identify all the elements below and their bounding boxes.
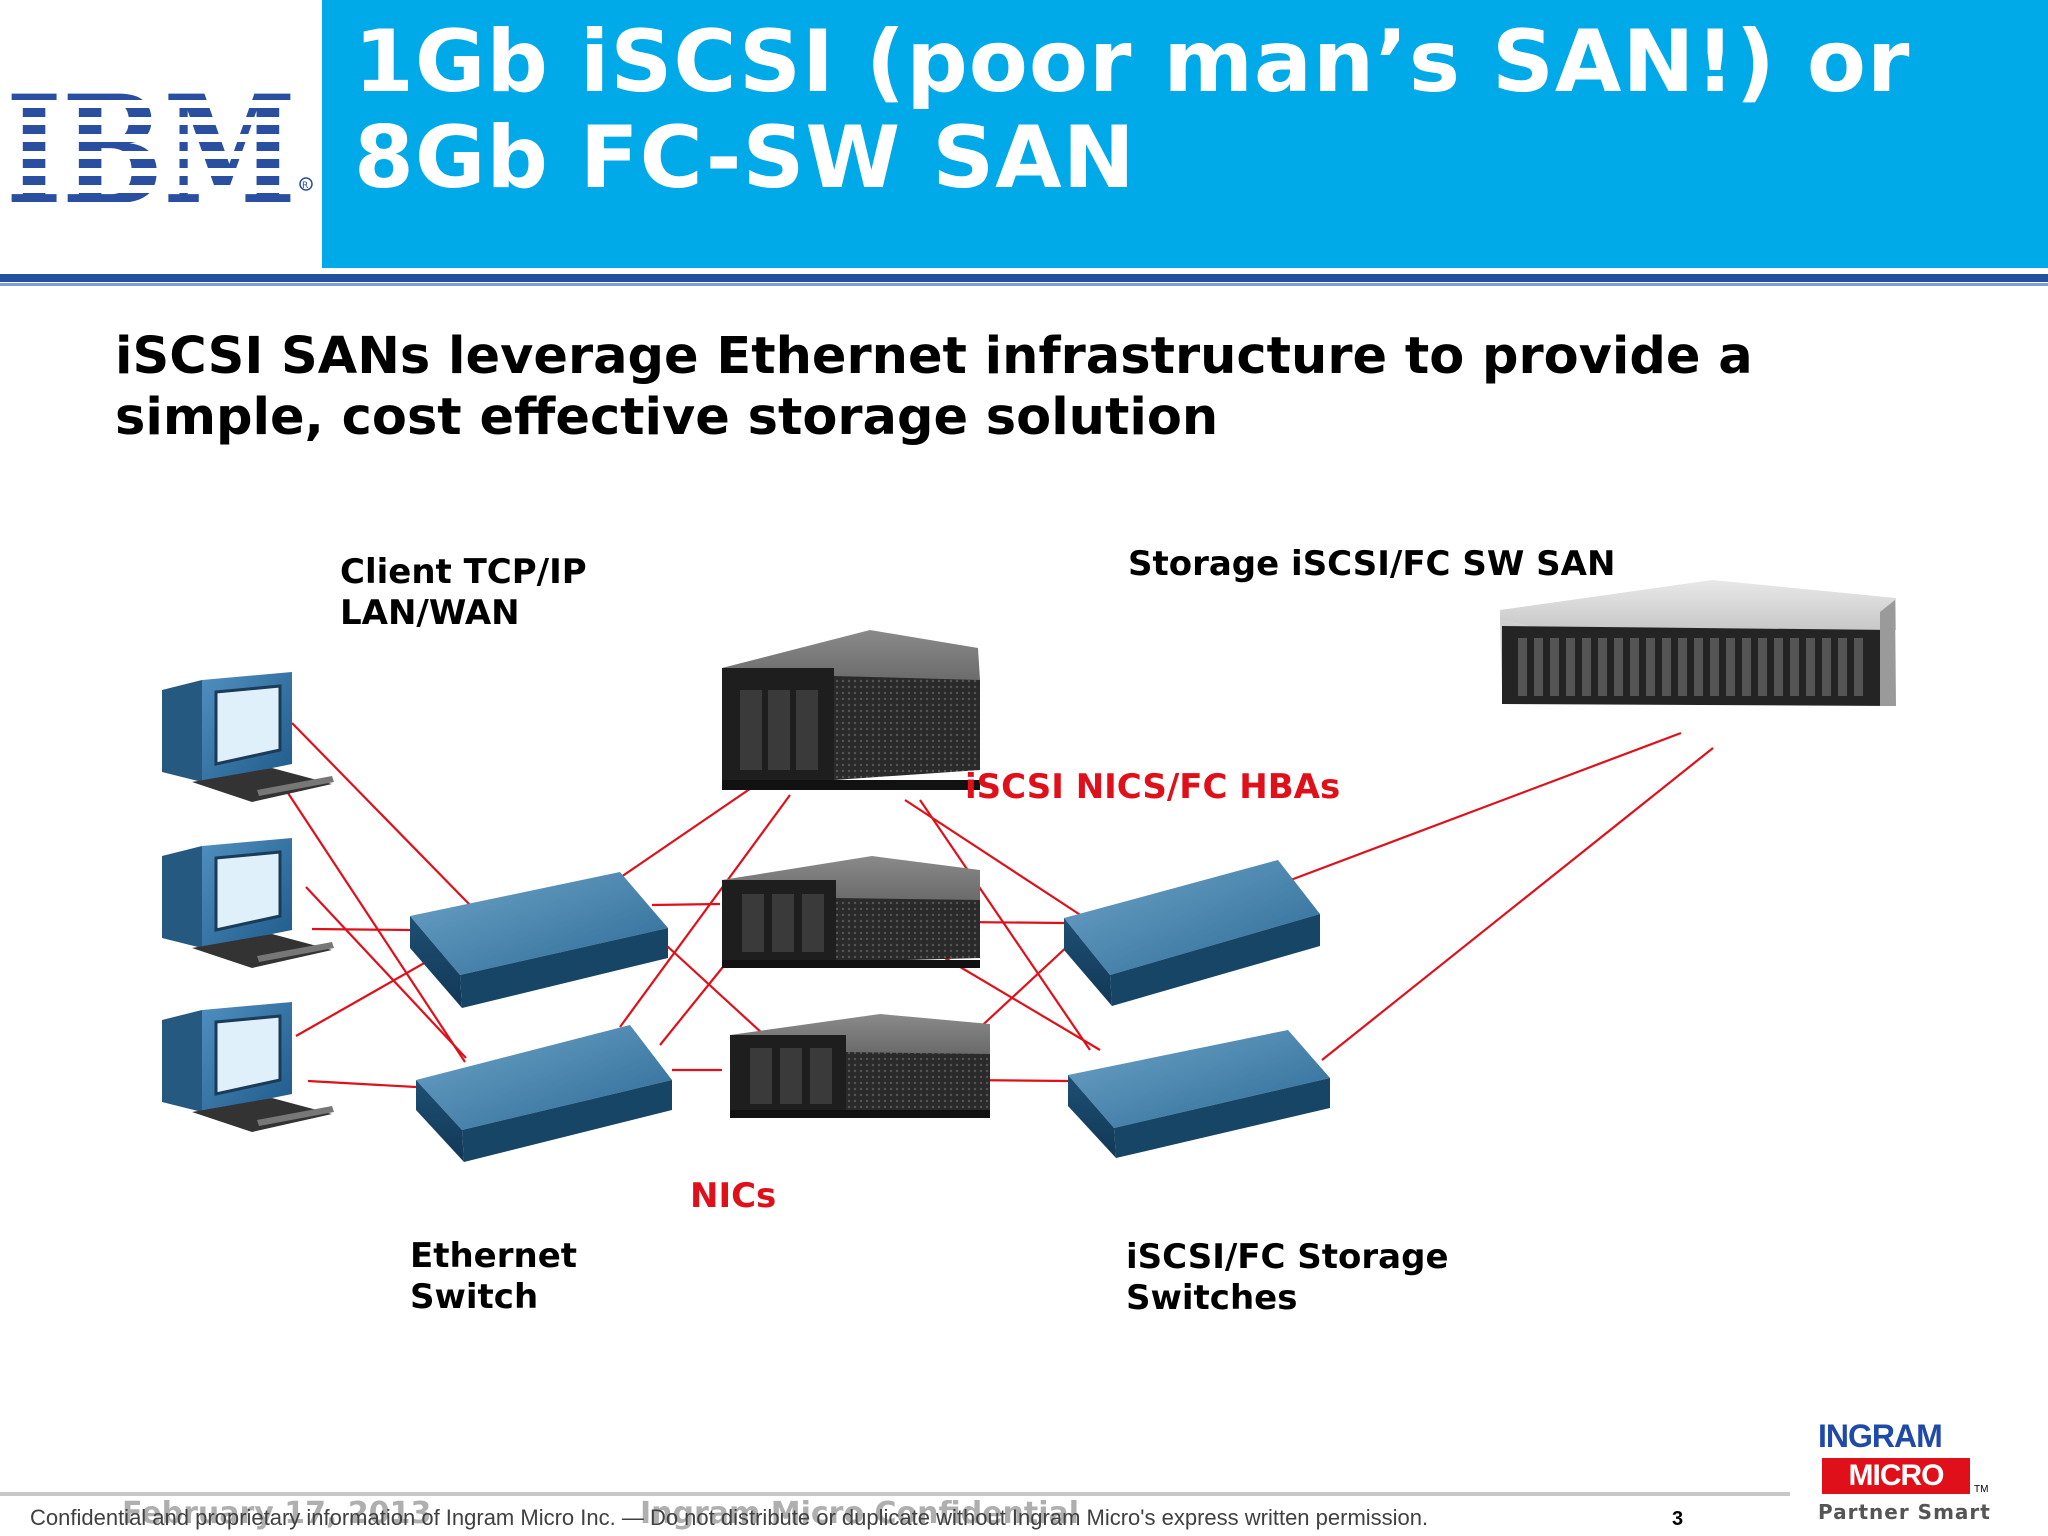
header-rule-thin xyxy=(0,283,2048,286)
client-network-label: Client TCP/IP LAN/WAN xyxy=(340,552,587,634)
ingram-logo-tm: TM xyxy=(1974,1484,1989,1495)
ethernet-switch-1 xyxy=(410,872,668,1008)
title-line-1: 1Gb iSCSI (poor man’s SAN!) or xyxy=(354,12,1911,112)
svg-text:R: R xyxy=(302,181,308,191)
subtitle: iSCSI SANs leverage Ethernet infrastruct… xyxy=(115,326,1935,448)
storage-switch-2 xyxy=(1068,1030,1330,1158)
footer-date: February 17, 2013 xyxy=(122,1496,432,1531)
ingram-logo-tagline: Partner Smart xyxy=(1818,1500,1991,1524)
ethernet-switch-label: Ethernet Switch xyxy=(410,1236,577,1318)
storage-switch-label-line-1: iSCSI/FC Storage xyxy=(1126,1237,1449,1277)
server-1 xyxy=(722,630,980,790)
page-number: 3 xyxy=(1672,1508,1684,1530)
ethernet-label-line-2: Switch xyxy=(410,1277,539,1317)
title-bar xyxy=(322,0,2048,268)
subtitle-line-2: simple, cost effective storage solution xyxy=(115,388,1219,447)
footer-rule xyxy=(0,1492,1790,1496)
footer-watermark: Ingram Micro Confidential xyxy=(640,1496,1080,1531)
title-line-2: 8Gb FC-SW SAN xyxy=(354,108,1136,208)
server-3 xyxy=(730,1014,990,1118)
ibm-logo: IBM R xyxy=(6,74,313,202)
client-label-line-2: LAN/WAN xyxy=(340,593,520,633)
storage-switch-1 xyxy=(1064,860,1320,1006)
ingram-micro-logo: INGRAM MICRO TM Partner Smart xyxy=(1818,1418,1990,1536)
client-pc-3 xyxy=(162,1002,334,1132)
ingram-logo-top: INGRAM xyxy=(1818,1418,1943,1454)
header-rule xyxy=(0,274,2048,282)
storage-switch-label-line-2: Switches xyxy=(1126,1278,1298,1318)
ingram-logo-box: MICRO xyxy=(1822,1458,1970,1494)
subtitle-line-1: iSCSI SANs leverage Ethernet infrastruct… xyxy=(115,327,1753,386)
link-lines xyxy=(285,722,1714,1089)
server-2 xyxy=(722,856,980,968)
ethernet-switch-2 xyxy=(416,1025,672,1162)
page-title: 1Gb iSCSI (poor man’s SAN!) or 8Gb FC-SW… xyxy=(354,14,2034,206)
client-pc-2 xyxy=(162,838,334,968)
nics-label: NICs xyxy=(690,1176,777,1216)
ibm-logo-area: IBM R xyxy=(0,0,322,268)
san-storage-array xyxy=(1500,580,1896,706)
footer-confidential-text: Confidential and proprietary information… xyxy=(30,1505,1429,1530)
storage-san-label: Storage iSCSI/FC SW SAN xyxy=(1128,544,1616,584)
client-pc-1 xyxy=(162,672,334,802)
ethernet-label-line-1: Ethernet xyxy=(410,1236,578,1276)
hba-label: iSCSI NICS/FC HBAs xyxy=(965,767,1341,807)
storage-switches-label: iSCSI/FC Storage Switches xyxy=(1126,1237,1449,1319)
client-label-line-1: Client TCP/IP xyxy=(340,552,587,592)
